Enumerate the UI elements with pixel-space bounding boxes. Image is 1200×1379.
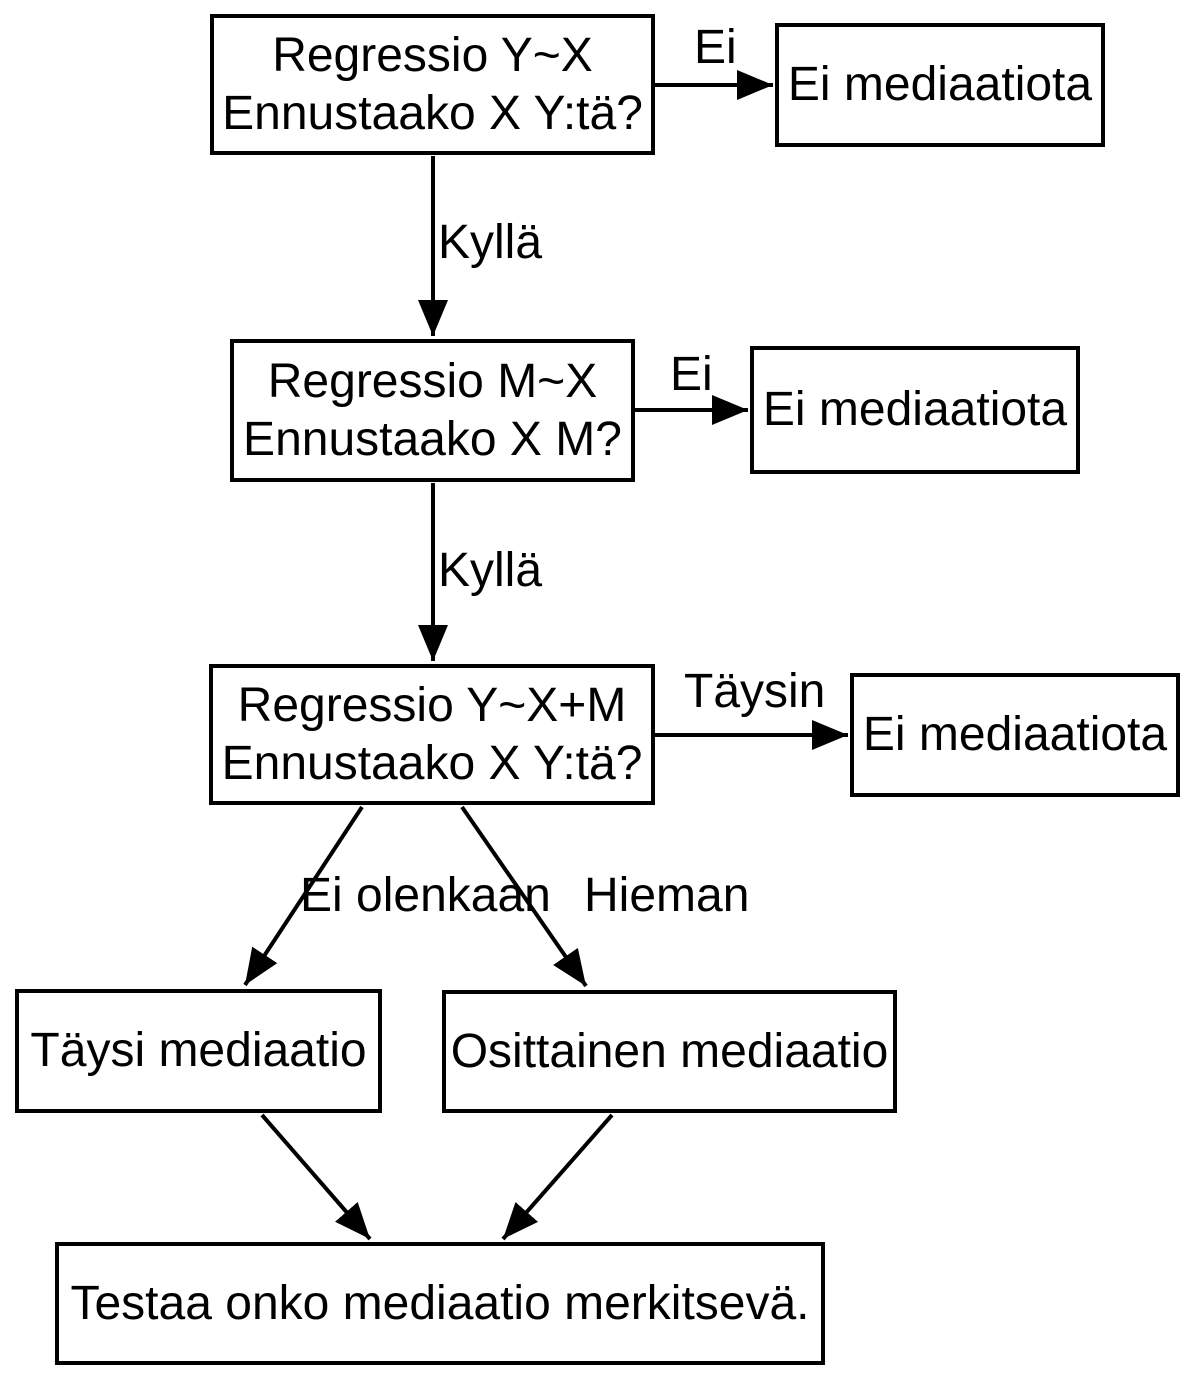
edge-label-step3-somewhat: Hieman [584, 869, 750, 922]
edge-label-step2-no: Ei [670, 348, 713, 401]
edge-label-step1-no: Ei [694, 21, 737, 74]
node-no-mediation-1: Ei mediaatiota [775, 23, 1105, 147]
edge-partial-mediation-to-final-test [501, 1113, 614, 1241]
node-no-mediation-1-label: Ei mediaatiota [787, 58, 1093, 112]
node-regression-m-x-line1: Regressio M~X [267, 354, 598, 408]
node-regression-m-x-line2: Ennustaako X M? [243, 412, 622, 466]
edge-step3-to-full-mediation [243, 805, 364, 987]
edge-label-step1-yes: Kyllä [438, 216, 543, 269]
node-final-test-label: Testaa onko mediaatio merkitsevä. [70, 1276, 810, 1330]
node-regression-y-x-line1: Regressio Y~X [272, 28, 593, 82]
edge-label-step3-fully: Täysin [684, 665, 826, 718]
node-partial-mediation-label: Osittainen mediaatio [450, 1024, 889, 1078]
node-full-mediation-label: Täysi mediaatio [30, 1024, 367, 1078]
node-regression-y-xm-line2: Ennustaako X Y:tä? [221, 736, 643, 790]
node-no-mediation-2-label: Ei mediaatiota [762, 383, 1068, 437]
node-regression-y-x-line2: Ennustaako X Y:tä? [222, 86, 643, 140]
edge-label-step3-not-after-all: Ei olenkaan [300, 869, 551, 922]
node-regression-y-x: Regressio Y~X Ennustaako X Y:tä? [210, 14, 655, 155]
node-final-test: Testaa onko mediaatio merkitsevä. [55, 1242, 825, 1365]
edge-full-mediation-to-final-test [260, 1113, 372, 1241]
edge-step3-to-partial-mediation [460, 805, 588, 988]
node-partial-mediation: Osittainen mediaatio [442, 990, 897, 1113]
node-regression-y-xm-line1: Regressio Y~X+M [237, 678, 627, 732]
node-no-mediation-3-label: Ei mediaatiota [862, 708, 1168, 762]
edge-label-step2-yes: Kyllä [438, 544, 543, 597]
node-regression-m-x: Regressio M~X Ennustaako X M? [230, 339, 635, 482]
node-regression-y-xm: Regressio Y~X+M Ennustaako X Y:tä? [209, 664, 655, 805]
node-no-mediation-3: Ei mediaatiota [850, 673, 1180, 797]
node-full-mediation: Täysi mediaatio [15, 989, 382, 1113]
node-no-mediation-2: Ei mediaatiota [750, 346, 1080, 474]
